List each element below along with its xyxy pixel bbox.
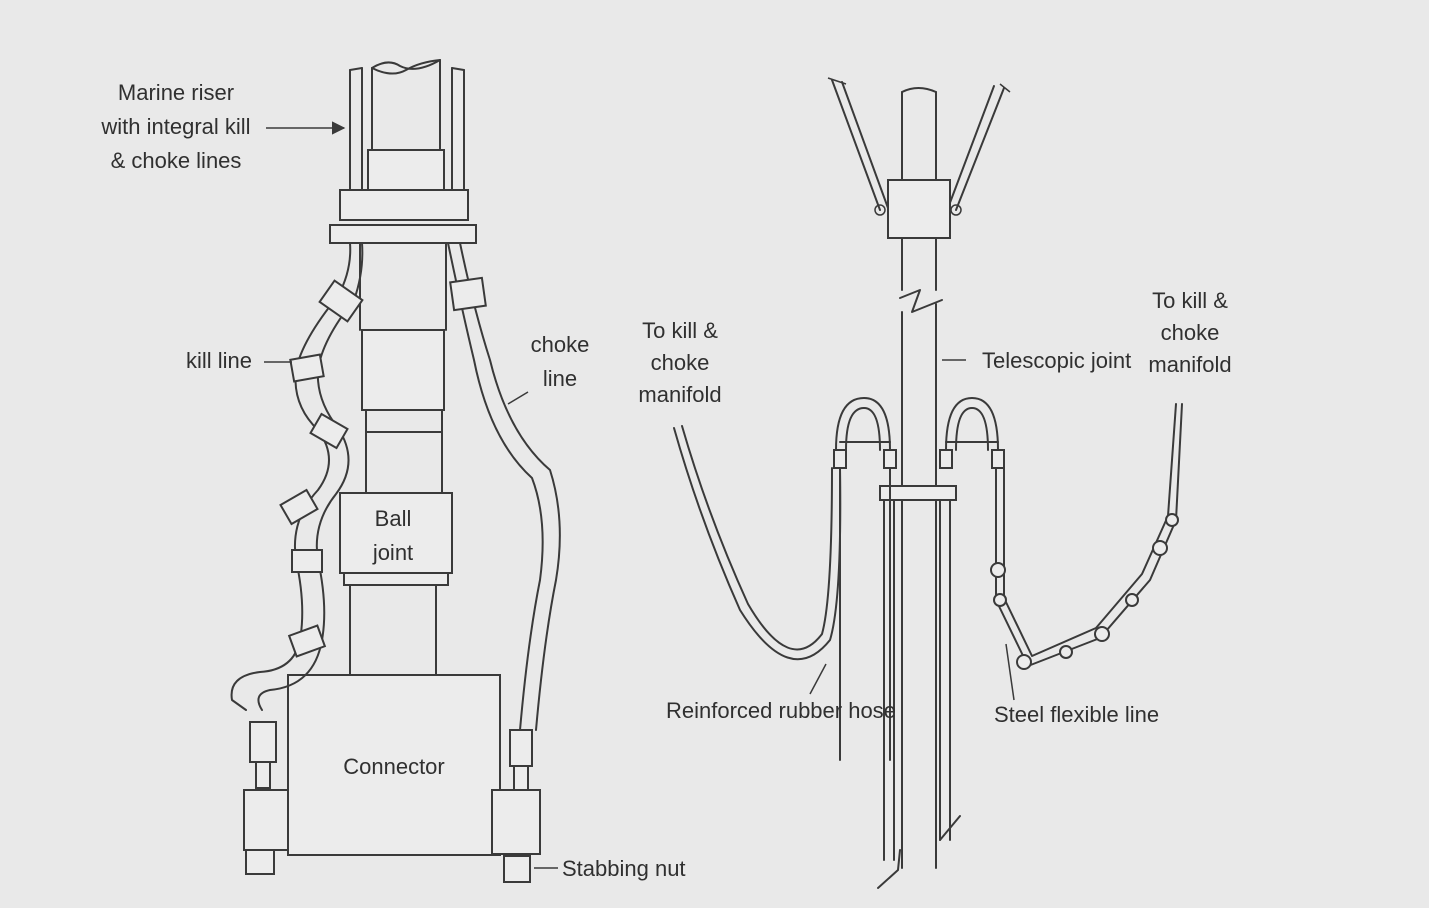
svg-text:Ball: Ball: [375, 506, 412, 531]
svg-text:joint: joint: [372, 540, 413, 565]
label-to-kill-choke-left: To kill & choke manifold: [638, 318, 721, 407]
label-choke-line: choke line: [507, 332, 590, 405]
steel-flexible-line: [990, 403, 1183, 670]
right-figure-telescopic-joint: To kill & choke manifold To kill & choke…: [638, 77, 1232, 889]
svg-text:To kill &: To kill &: [642, 318, 718, 343]
label-kill-line: kill line: [186, 348, 292, 373]
label-ball-joint: Ball joint: [372, 506, 413, 565]
kill-line-hose: [230, 242, 364, 875]
svg-text:choke: choke: [651, 350, 710, 375]
svg-text:Reinforced rubber hose: Reinforced rubber hose: [666, 698, 896, 723]
svg-text:To kill &: To kill &: [1152, 288, 1228, 313]
svg-text:Stabbing nut: Stabbing nut: [562, 856, 686, 881]
label-to-kill-choke-right: To kill & choke manifold: [1148, 288, 1231, 377]
riser-pipe: [287, 59, 501, 856]
svg-text:manifold: manifold: [638, 382, 721, 407]
svg-text:line: line: [543, 366, 577, 391]
choke-line-hose: [447, 242, 561, 883]
connector-box: [287, 674, 501, 856]
left-figure-riser-assembly: Marine riser with integral kill & choke …: [100, 59, 686, 883]
svg-text:kill line: kill line: [186, 348, 252, 373]
label-reinforced-rubber-hose: Reinforced rubber hose: [666, 663, 896, 723]
label-stabbing-nut: Stabbing nut: [534, 856, 686, 881]
label-marine-riser: Marine riser with integral kill & choke …: [100, 80, 346, 173]
svg-text:Marine riser: Marine riser: [118, 80, 234, 105]
svg-text:& choke lines: & choke lines: [111, 148, 242, 173]
svg-text:Telescopic joint: Telescopic joint: [982, 348, 1131, 373]
svg-text:choke: choke: [1161, 320, 1220, 345]
svg-text:choke: choke: [531, 332, 590, 357]
reinforced-rubber-hose: [673, 425, 842, 661]
svg-text:Steel flexible line: Steel flexible line: [994, 702, 1159, 727]
label-connector: Connector: [343, 754, 445, 779]
label-steel-flexible-line: Steel flexible line: [994, 643, 1159, 727]
ball-joint-box: [339, 492, 453, 574]
svg-text:manifold: manifold: [1148, 352, 1231, 377]
svg-text:with integral kill: with integral kill: [100, 114, 250, 139]
label-telescopic-joint: Telescopic joint: [942, 348, 1131, 373]
